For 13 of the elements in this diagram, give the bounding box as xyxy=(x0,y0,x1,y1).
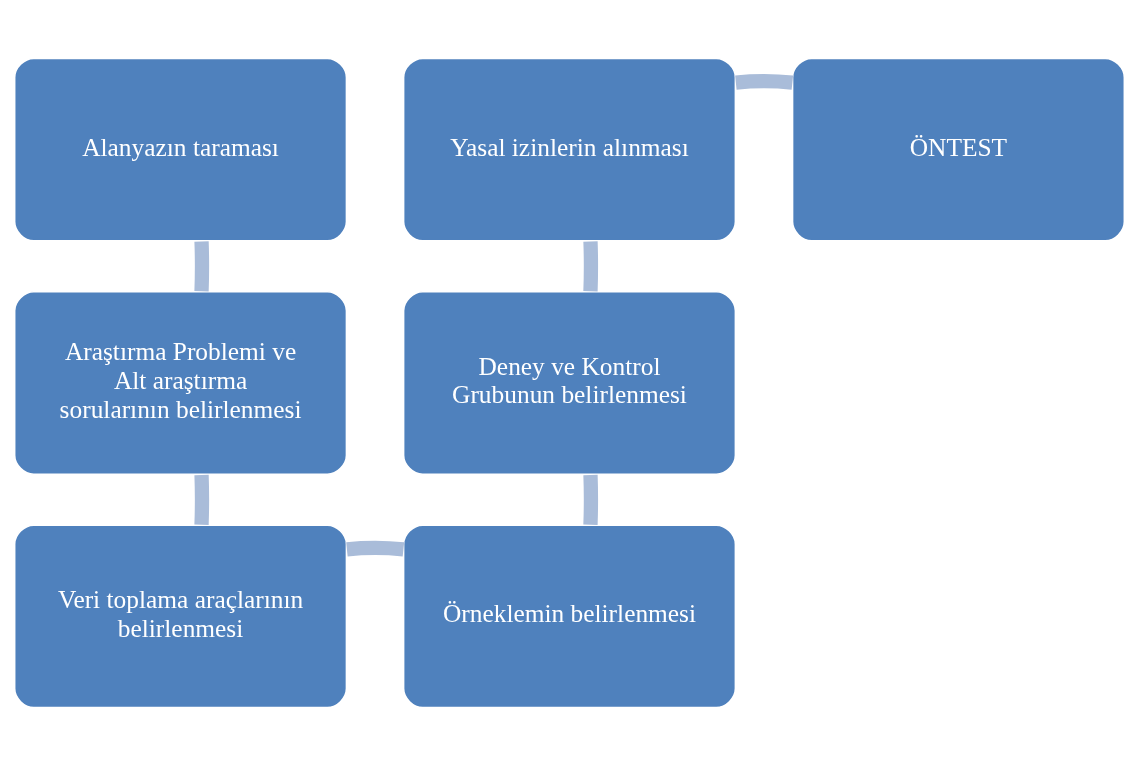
connector xyxy=(194,240,210,292)
node-box: ÖNTEST xyxy=(791,57,1126,242)
node-box: Alanyazın taraması xyxy=(13,57,348,242)
node-box: Deney ve Kontrol Grubunun belirlenmesi xyxy=(402,290,737,475)
node-box: Veri toplama araçlarının belirlenmesi xyxy=(13,523,348,708)
connector xyxy=(583,474,599,525)
node-box: Araştırma Problemi ve Alt araştırma sorularının belirlenmesi xyxy=(13,290,348,475)
node-box: Yasal izinlerin alınması xyxy=(402,57,737,242)
connector xyxy=(735,73,794,90)
connector xyxy=(583,240,599,292)
connector xyxy=(346,540,405,556)
node-box: Örneklemin belirlenmesi xyxy=(402,523,737,708)
connector xyxy=(194,474,210,525)
